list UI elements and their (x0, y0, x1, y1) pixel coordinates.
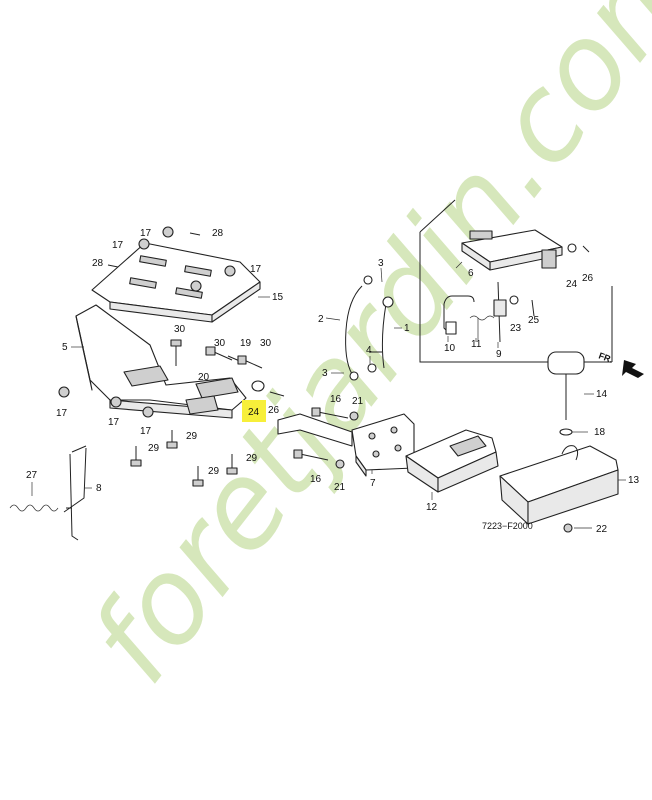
inset-detail (419, 199, 613, 363)
callout-9[interactable]: 9 (496, 349, 502, 360)
callout-26[interactable]: 26 (582, 273, 594, 284)
diagram-code: 7223−F2000 (482, 521, 533, 531)
callout-1[interactable]: 1 (404, 323, 410, 334)
callout-17[interactable]: 17 (140, 426, 152, 437)
callout-29[interactable]: 29 (148, 443, 160, 454)
callout-6[interactable]: 6 (468, 268, 474, 279)
rack-plate (91, 226, 261, 323)
callout-22[interactable]: 22 (596, 524, 608, 535)
callout-11[interactable]: 11 (471, 339, 482, 350)
callout-29[interactable]: 29 (246, 453, 258, 464)
callout-24-highlighted[interactable]: 24 (248, 407, 260, 418)
callout-2[interactable]: 2 (318, 314, 324, 325)
leader-lines (31, 261, 626, 529)
callout-17[interactable]: 17 (140, 228, 152, 239)
callout-17[interactable]: 17 (108, 417, 120, 428)
callout-18[interactable]: 18 (594, 427, 606, 438)
callout-8[interactable]: 8 (96, 483, 102, 494)
callout-4[interactable]: 4 (366, 345, 372, 356)
callout-16[interactable]: 16 (330, 394, 342, 405)
callout-14[interactable]: 14 (596, 389, 608, 400)
callout-19[interactable]: 19 (240, 338, 252, 349)
callout-10[interactable]: 10 (444, 343, 456, 354)
bolts (58, 339, 359, 487)
callout-23[interactable]: 23 (510, 323, 522, 334)
callout-29[interactable]: 29 (208, 466, 220, 477)
callout-30[interactable]: 30 (214, 338, 226, 349)
callout-13[interactable]: 13 (628, 475, 640, 486)
callout-labels: 1 2 3 3 4 5 6 7 8 9 10 11 12 13 14 15 16… (26, 228, 640, 535)
callout-5[interactable]: 5 (62, 342, 68, 353)
frame-bracket (75, 304, 247, 419)
callout-26[interactable]: 26 (268, 405, 280, 416)
callout-27[interactable]: 27 (26, 470, 38, 481)
callout-17[interactable]: 17 (112, 240, 124, 251)
callout-29[interactable]: 29 (186, 431, 198, 442)
callout-17[interactable]: 17 (56, 408, 68, 419)
callout-3[interactable]: 3 (378, 258, 384, 269)
callout-16[interactable]: 16 (310, 474, 322, 485)
callout-30[interactable]: 30 (260, 338, 272, 349)
callout-15[interactable]: 15 (272, 292, 284, 303)
callout-28[interactable]: 28 (212, 228, 224, 239)
direction-arrow-icon (622, 360, 644, 378)
callout-24[interactable]: 24 (566, 279, 578, 290)
front-direction-indicator: FR. (597, 350, 644, 378)
callout-21[interactable]: 21 (352, 396, 364, 407)
callout-20[interactable]: 20 (198, 372, 210, 383)
callout-28[interactable]: 28 (92, 258, 104, 269)
hitch-bracket (277, 413, 415, 477)
callout-30[interactable]: 30 (174, 324, 186, 335)
highlighted-part-marker[interactable] (242, 400, 266, 422)
direction-label: FR. (597, 350, 614, 364)
callout-17[interactable]: 17 (250, 264, 262, 275)
callout-7[interactable]: 7 (370, 478, 376, 489)
weight-small (405, 429, 499, 493)
callout-21[interactable]: 21 (334, 482, 346, 493)
cable-assembly (345, 275, 394, 381)
callout-25[interactable]: 25 (528, 315, 540, 326)
callout-12[interactable]: 12 (426, 502, 438, 513)
stand (9, 445, 87, 541)
callout-3[interactable]: 3 (322, 368, 328, 379)
weight-large (499, 351, 619, 533)
